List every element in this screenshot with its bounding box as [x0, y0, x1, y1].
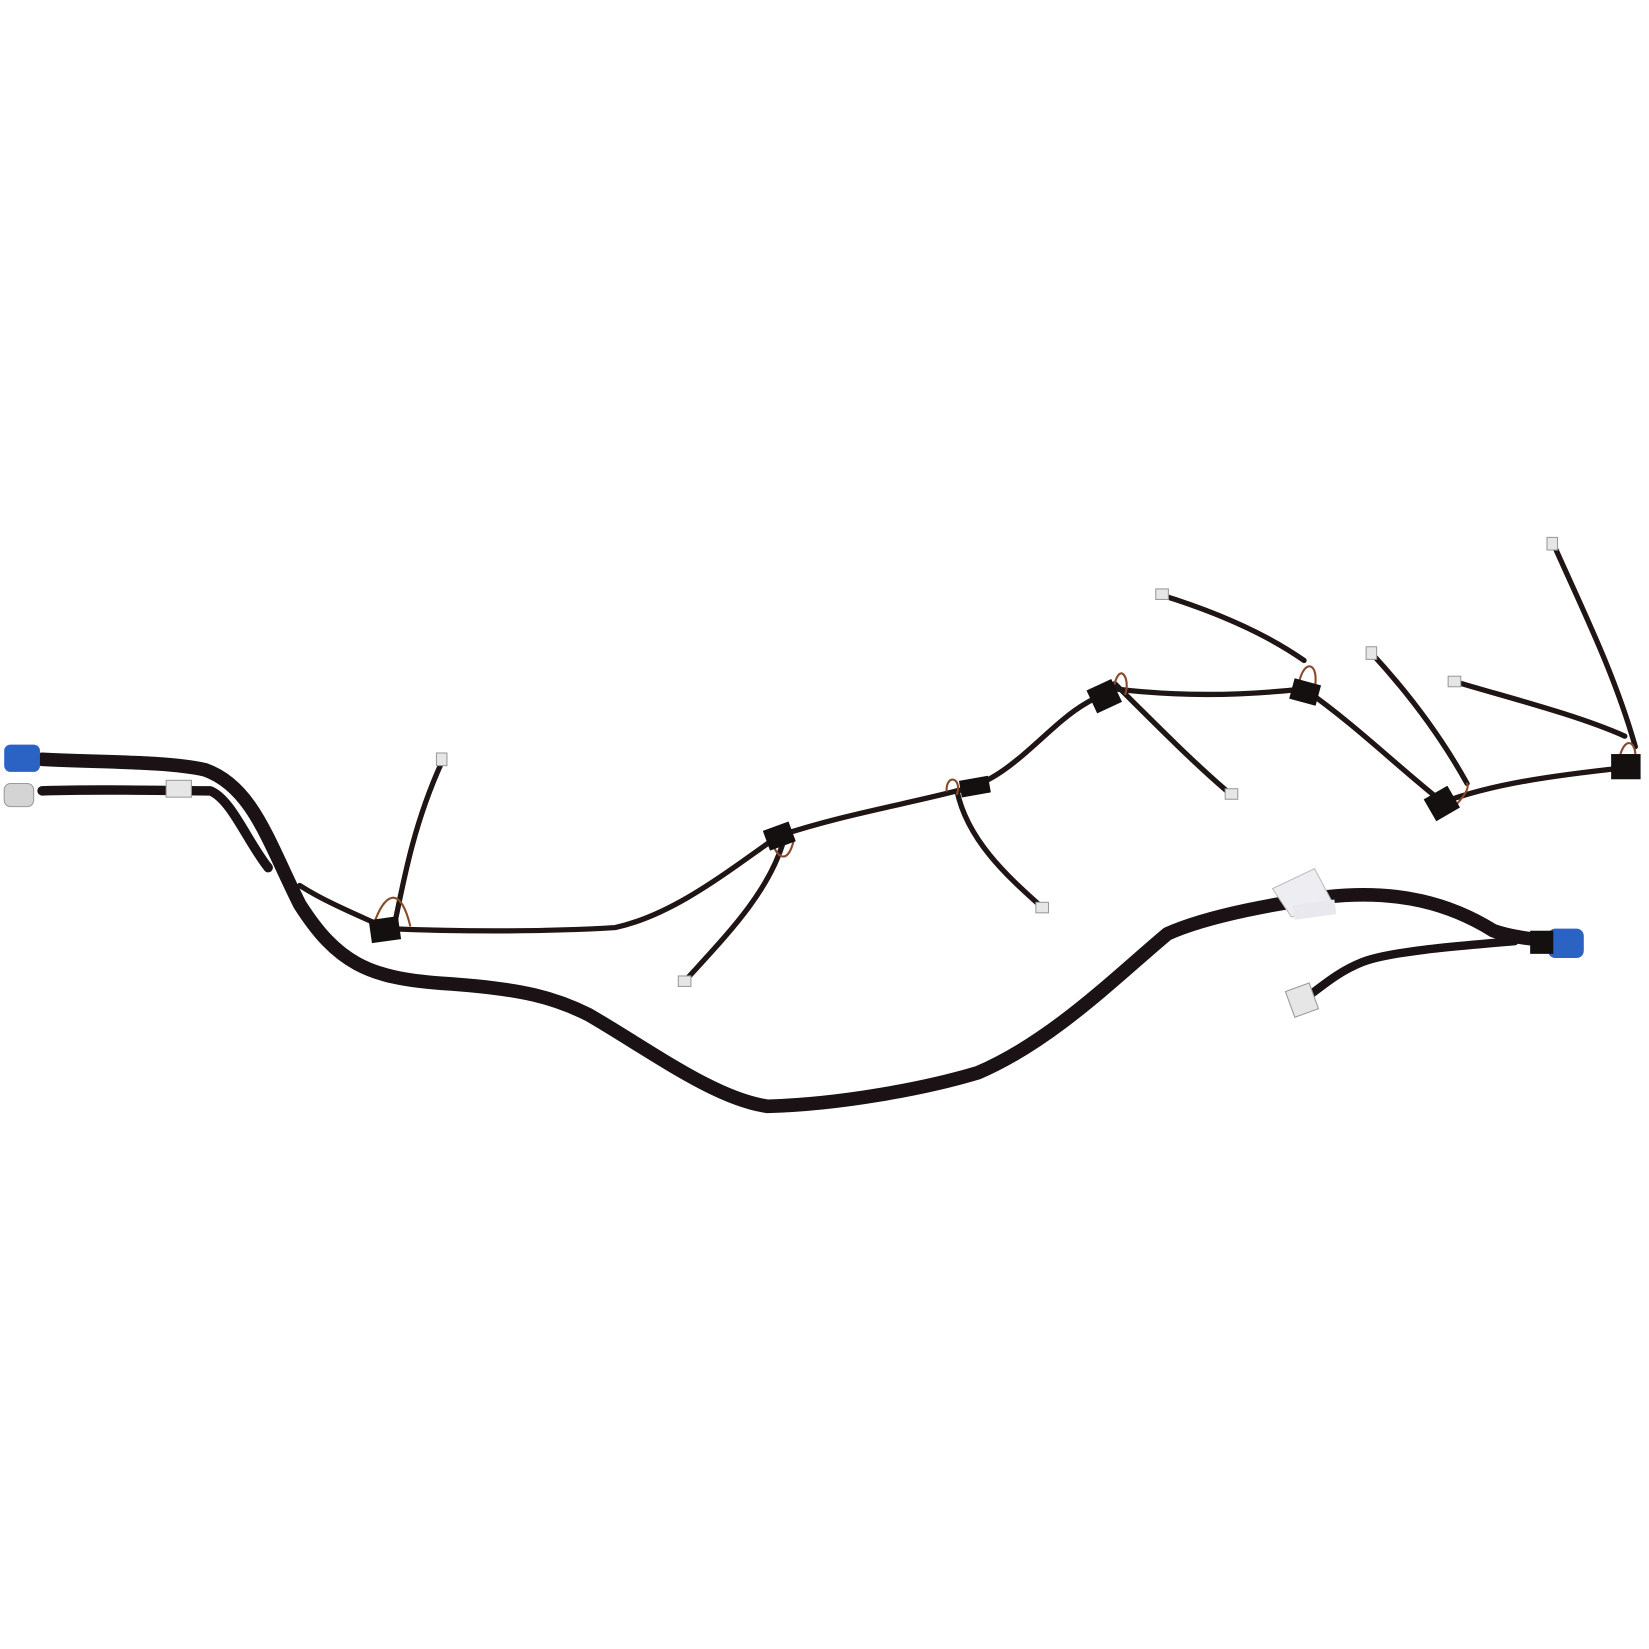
white-terminal-connector	[1035, 901, 1050, 914]
white-terminal-connector	[1284, 982, 1320, 1018]
harness-clip	[1289, 678, 1322, 706]
right-end-split-wire	[1299, 937, 1519, 1004]
white-terminal-connector	[3, 782, 35, 808]
branch-main-wire	[297, 686, 1628, 934]
blue-connector	[1548, 928, 1584, 959]
connector-boot	[1530, 930, 1554, 954]
harness-clip	[1423, 785, 1460, 822]
white-terminal-connector	[165, 779, 192, 798]
trunk-lower-cable	[37, 785, 273, 873]
drop-wire	[1112, 680, 1234, 797]
white-terminal-connector	[1155, 588, 1169, 600]
copper-loop	[1113, 672, 1128, 696]
copper-loop	[945, 778, 960, 796]
white-terminal-connector	[435, 752, 448, 767]
copper-loop	[1618, 742, 1637, 759]
harness-clip	[368, 916, 402, 944]
white-terminal-connector	[677, 975, 692, 987]
harness-clip	[762, 821, 796, 851]
drop-wire	[1369, 651, 1470, 787]
harness-clip	[1611, 754, 1641, 780]
blue-connector	[4, 744, 40, 772]
drop-wire	[1159, 592, 1307, 664]
main-trunk-cable	[35, 752, 1562, 1114]
copper-loop	[372, 896, 412, 927]
white-terminal-connector	[1365, 646, 1378, 660]
drop-wire	[391, 759, 445, 929]
drop-wire	[1550, 541, 1638, 750]
harness-clip	[958, 775, 991, 798]
harness-clip	[1086, 678, 1122, 714]
white-terminal-connector	[1546, 536, 1559, 551]
drop-wire	[954, 788, 1044, 910]
white-terminal-connector	[1447, 675, 1462, 688]
drop-wire	[1451, 678, 1628, 739]
white-terminal-connector	[1224, 788, 1239, 800]
drop-wire	[683, 838, 787, 983]
copper-loop	[1297, 665, 1317, 690]
cable-label	[1271, 867, 1337, 920]
